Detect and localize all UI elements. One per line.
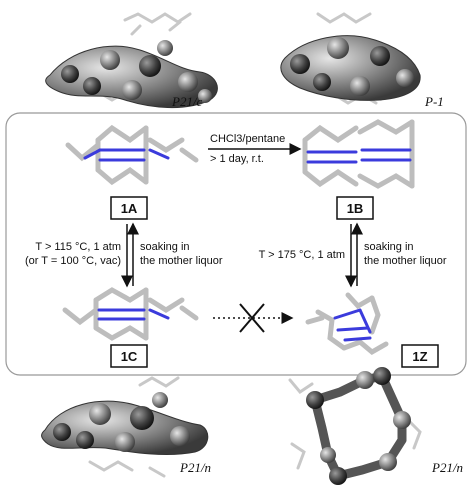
label-1Z: 1Z (412, 349, 427, 364)
blocked-arrow-1C-to-1Z (213, 303, 294, 333)
space-group-label: P21/n (431, 460, 463, 475)
host-framework-atoms (306, 367, 411, 485)
arrow-1A-1C: T > 115 °C, 1 atm (or T = 100 °C, vac) s… (25, 222, 223, 288)
cross-mark (239, 303, 265, 333)
space-group-label: P21/n (179, 460, 211, 475)
molecule-1B: 1B (302, 119, 415, 220)
packing-top-left: P21/c (45, 12, 218, 109)
host-framework (41, 392, 209, 456)
space-group-label: P21/c (171, 94, 203, 109)
arrow-left-line1: T > 115 °C, 1 atm (35, 241, 121, 253)
arrow-right-line2: the mother liquor (140, 255, 223, 267)
arrow-left-line2: (or T = 100 °C, vac) (25, 255, 121, 267)
guest-molecule (288, 378, 422, 470)
arrow-label-line2: > 1 day, r.t. (210, 153, 264, 165)
arrow-left-line1: T > 175 °C, 1 atm (259, 249, 345, 261)
label-box-1Z (401, 344, 439, 368)
arrow-right-line2: the mother liquor (364, 255, 447, 267)
label-box-1B (336, 196, 374, 220)
molecule-1Z: 1Z (305, 292, 439, 368)
host-framework (45, 40, 218, 108)
arrow-right-line1: soaking in (364, 241, 414, 253)
arrow-right-line1: soaking in (140, 241, 190, 253)
space-group-label: P-1 (424, 94, 444, 109)
packing-top-right: P-1 (280, 12, 444, 109)
molecule-1A: 1A (65, 124, 199, 220)
label-box-1C (110, 344, 148, 368)
label-box-1A (110, 196, 148, 220)
arrow-1B-1Z: T > 175 °C, 1 atm soaking in the mother … (259, 222, 447, 288)
molecule-1C: 1C (62, 287, 199, 368)
packing-bottom-left: P21/n (41, 376, 211, 478)
label-1A: 1A (121, 201, 138, 216)
arrow-label-line1: CHCl3/pentane (210, 133, 285, 145)
arrow-1A-to-1B: CHCl3/pentane > 1 day, r.t. (208, 133, 302, 165)
label-1C: 1C (121, 349, 138, 364)
packing-bottom-right: P21/n (288, 367, 463, 485)
host-framework (280, 35, 421, 101)
guest-molecule (88, 376, 180, 478)
label-1B: 1B (347, 201, 364, 216)
